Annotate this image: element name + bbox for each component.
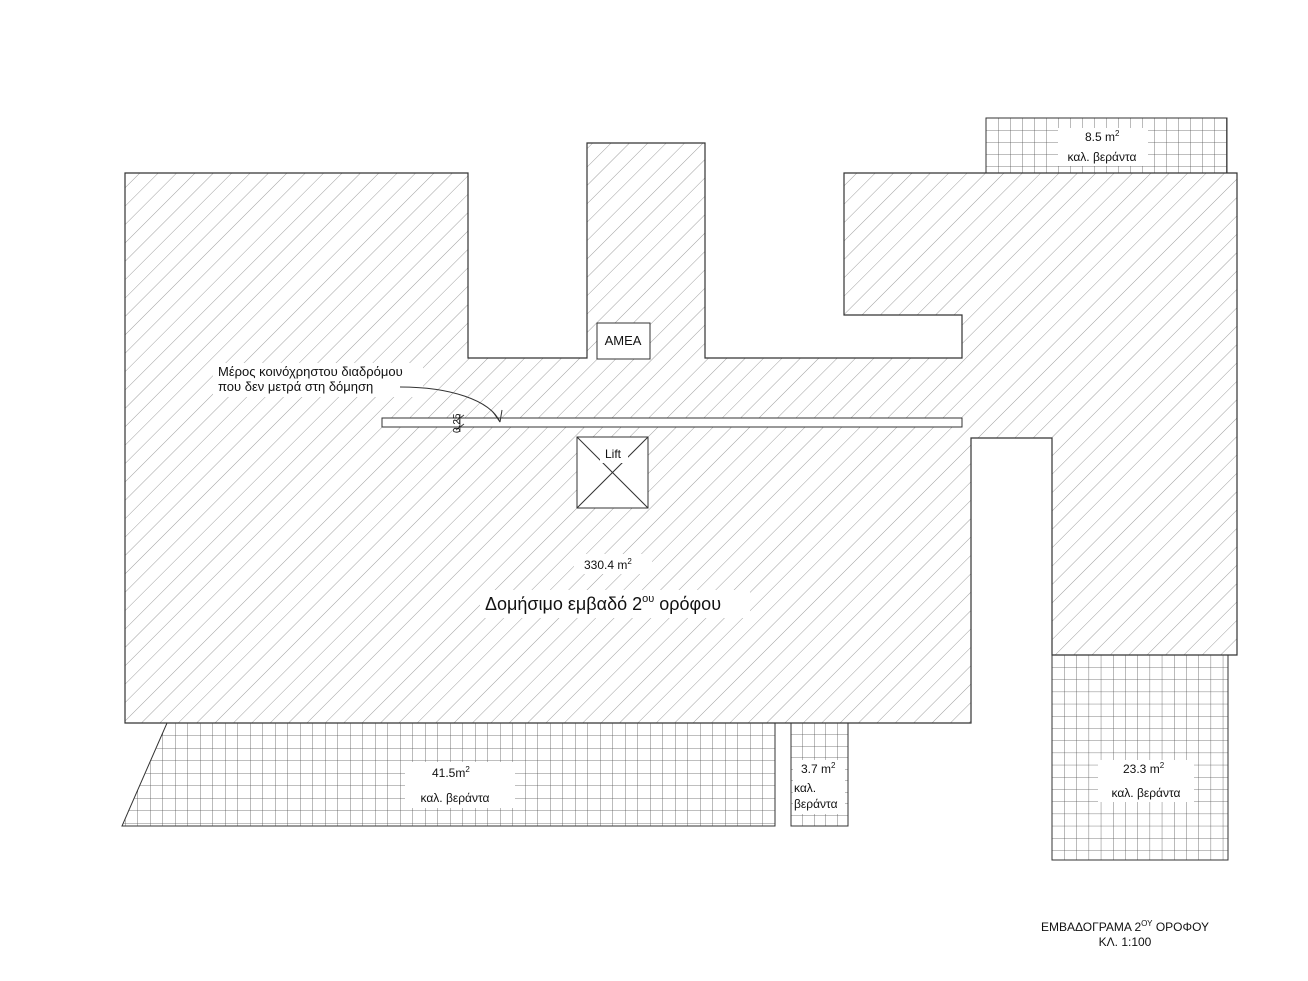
balcony-small-label-1: καλ.	[794, 781, 816, 795]
drawing-scale: ΚΛ. 1:100	[1099, 935, 1152, 949]
lift-shaft	[576, 436, 649, 509]
drawing-title: ΕΜΒΑΔΟΓΡΑΜΑ 2ΟΥ ΟΡΟΦΟΥ	[1041, 919, 1209, 934]
balcony-small-area: 3.7 m2	[801, 761, 836, 776]
amea-label: ΑΜΕΑ	[605, 333, 642, 348]
corridor-strip	[381, 417, 963, 428]
balcony-bottom-left-label: καλ. βεράντα	[421, 791, 490, 805]
main-area-value: 330.4 m2	[584, 557, 632, 572]
balcony-bottom-right	[1051, 654, 1229, 861]
corridor-note-2: που δεν μετρά στη δόμηση	[218, 379, 373, 394]
balcony-bottom-left-area: 41.5m2	[432, 765, 470, 780]
main-floor-area	[124, 142, 1238, 724]
balcony-top-right-area: 8.5 m2	[1085, 129, 1120, 144]
amea-box	[596, 322, 651, 360]
corridor-width-label: 0.25	[452, 413, 463, 433]
corridor-note: Μέρος κοινόχρηστου διαδρόμου	[218, 364, 403, 379]
balcony-small-label-2: βεράντα	[794, 797, 838, 811]
lift-label: Lift	[605, 447, 622, 461]
main-area-label: Δομήσιμο εμβαδό 2ου ορόφου	[485, 593, 721, 614]
corridor-dimension	[455, 414, 465, 432]
balcony-bottom-right-label: καλ. βεράντα	[1112, 786, 1181, 800]
balcony-top-right-label: καλ. βεράντα	[1068, 150, 1137, 164]
balcony-bottom-right-area: 23.3 m2	[1123, 761, 1165, 776]
